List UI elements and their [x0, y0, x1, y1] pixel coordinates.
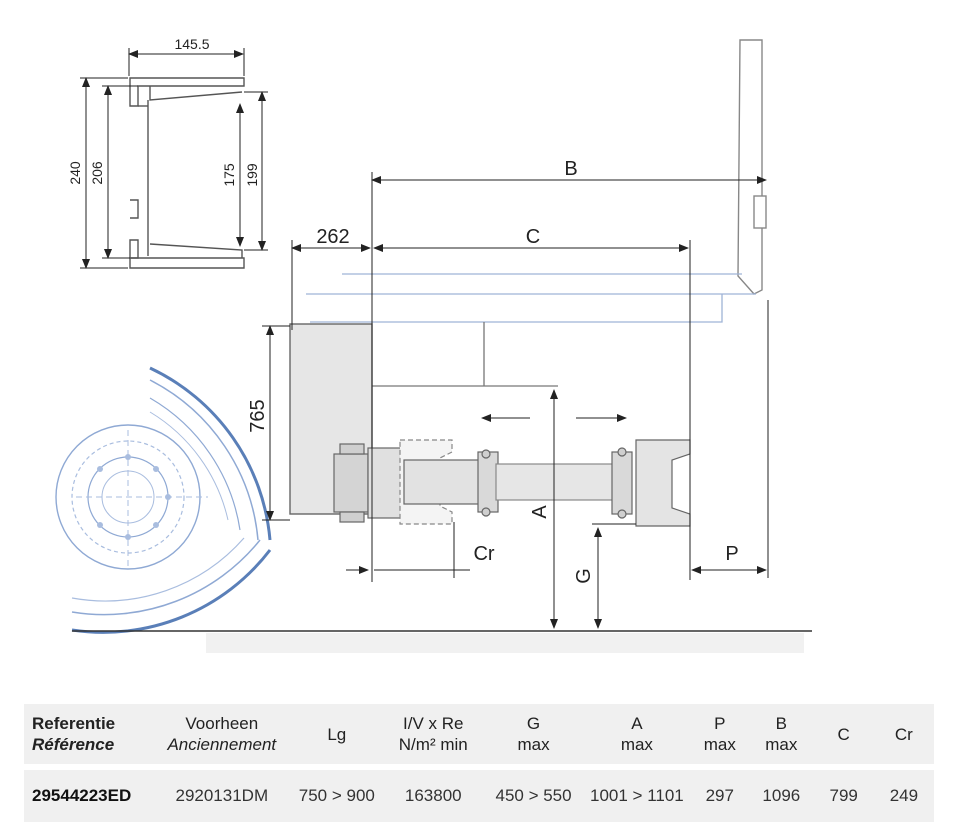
- cell-p: 297: [690, 764, 750, 822]
- dim-262-label: 262: [316, 226, 349, 248]
- cell-b: 1096: [749, 764, 814, 822]
- cell-g: 450 > 550: [483, 764, 584, 822]
- col-header-reference: Referentie Référence: [24, 704, 153, 767]
- main-dimensions: [262, 172, 769, 629]
- technical-drawing: 145.5 240 206 175 199: [55, 36, 812, 653]
- ground-shadow: [206, 633, 804, 653]
- col-header-p: P max: [690, 704, 750, 767]
- dim-C-label: C: [526, 226, 540, 248]
- cell-iv: 163800: [382, 764, 484, 822]
- dim-width-label: 145.5: [174, 36, 209, 52]
- spec-table: Referentie Référence Voorheen Ancienneme…: [24, 704, 934, 822]
- profile-dimensions: [80, 48, 268, 269]
- dim-765-label: 765: [247, 399, 269, 432]
- col-header-a: A max: [583, 704, 691, 767]
- cell-c: 799: [813, 764, 874, 822]
- dim-h-right-inner-label: 175: [221, 163, 237, 187]
- dim-h-inner-label: 206: [89, 161, 105, 185]
- cell-a: 1001 > 1101: [583, 764, 691, 822]
- table-header-row: Referentie Référence Voorheen Ancienneme…: [24, 704, 934, 767]
- wheel: [55, 366, 272, 634]
- col-header-lg: Lg: [290, 704, 383, 767]
- cell-lg: 750 > 900: [290, 764, 383, 822]
- col-header-c: C: [813, 704, 874, 767]
- col-header-g: G max: [483, 704, 584, 767]
- cell-reference: 29544223ED: [24, 764, 153, 822]
- dim-Cr-label: Cr: [473, 543, 494, 565]
- cell-cr: 249: [873, 764, 934, 822]
- fork: [737, 39, 767, 295]
- dim-G-label: G: [573, 568, 595, 584]
- dim-h-outer-label: 240: [67, 161, 83, 185]
- hitch-assembly: [333, 439, 691, 527]
- profile-section: [129, 77, 245, 269]
- col-header-iv: I/V x Re N/m² min: [382, 704, 484, 767]
- cell-previous: 2920131DM: [152, 764, 291, 822]
- col-header-b: B max: [749, 704, 814, 767]
- col-header-cr: Cr: [873, 704, 934, 767]
- dim-B-label: B: [564, 158, 577, 180]
- support-beams: [306, 273, 756, 387]
- dim-h-right-outer-label: 199: [244, 163, 260, 187]
- dim-P-label: P: [725, 543, 738, 565]
- col-header-previous: Voorheen Anciennement: [152, 704, 291, 767]
- dim-A-label: A: [529, 505, 551, 519]
- table-row: 29544223ED 2920131DM 750 > 900 163800 45…: [24, 764, 934, 822]
